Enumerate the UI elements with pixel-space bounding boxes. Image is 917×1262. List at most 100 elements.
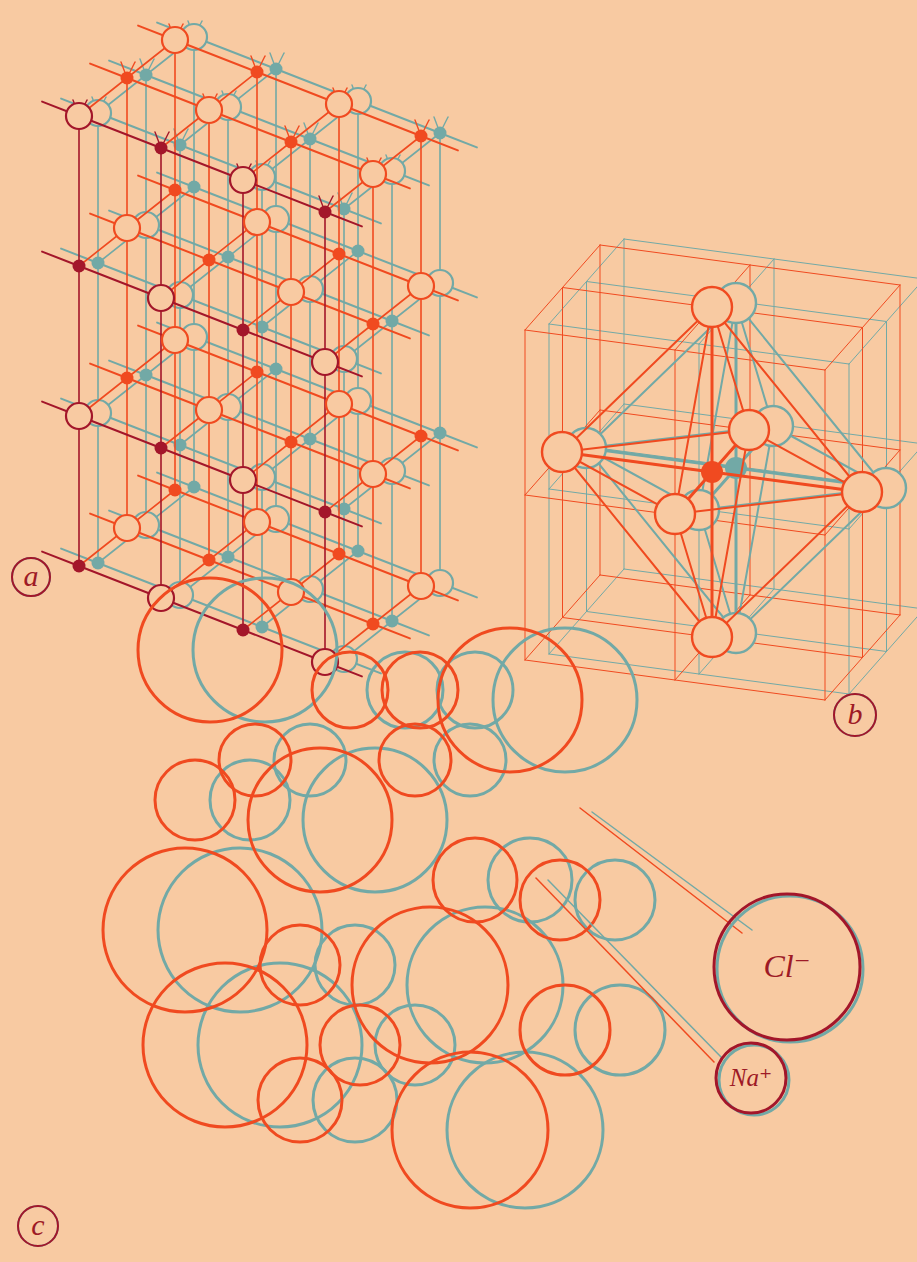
lattice-line: [193, 187, 195, 337]
lattice-line: [256, 372, 258, 522]
lattice-line: [227, 407, 229, 557]
lattice-line: [309, 289, 311, 439]
lattice-line: [309, 439, 311, 589]
octahedron-edge: [699, 303, 736, 510]
bond-line: [712, 472, 862, 492]
lattice-line: [275, 369, 277, 519]
chloride-ion: [148, 285, 174, 311]
lattice-line: [160, 448, 162, 598]
sodium-ion: [304, 433, 317, 446]
sodium-ion: [285, 136, 298, 149]
sodium-ion: [251, 66, 264, 79]
leader-line: [548, 880, 722, 1058]
lattice-line: [174, 340, 176, 490]
lattice-line: [174, 40, 176, 190]
lattice-line: [420, 436, 422, 586]
label-text: a: [24, 561, 39, 591]
lattice-line: [242, 180, 244, 330]
chloride-ion: [408, 273, 434, 299]
leader-line: [580, 808, 742, 933]
sodium-ion: [367, 618, 380, 631]
cell-line: [525, 660, 825, 700]
sodium-ion: [352, 545, 365, 558]
sodium-ion: [203, 554, 216, 567]
lattice-line: [275, 219, 277, 369]
chloride-ion: [842, 472, 882, 512]
label-text: Na⁺: [730, 1065, 772, 1090]
lattice-line: [357, 101, 359, 251]
chloride-sphere: [198, 963, 362, 1127]
lattice-line: [261, 177, 263, 327]
sodium-ion: [169, 484, 182, 497]
lattice-line: [208, 110, 210, 260]
sodium-ion: [270, 363, 283, 376]
chloride-ion: [114, 515, 140, 541]
octahedron-edge: [712, 307, 862, 492]
sodium-sphere: [575, 985, 665, 1075]
circle-border: [714, 894, 860, 1040]
lattice-line: [439, 283, 441, 433]
lattice-line: [338, 104, 340, 254]
lattice-line: [193, 337, 195, 487]
lattice-line: [391, 471, 393, 621]
label-circle: Cl⁻: [711, 891, 863, 1043]
chloride-ion: [542, 432, 582, 472]
chloride-ion: [114, 215, 140, 241]
sodium-ion: [155, 142, 168, 155]
chloride-ion: [326, 91, 352, 117]
sodium-ion: [121, 372, 134, 385]
lattice-line: [145, 75, 147, 225]
chloride-sphere: [143, 963, 307, 1127]
circle-shadow: [12, 558, 50, 596]
lattice-line: [343, 359, 345, 509]
lattice-line: [145, 375, 147, 525]
chloride-ion: [692, 617, 732, 657]
chloride-sphere: [248, 748, 392, 892]
chloride-sphere: [352, 907, 508, 1063]
lattice-line: [290, 442, 292, 592]
sodium-ion: [386, 315, 399, 328]
octahedron-edge: [562, 452, 712, 637]
octahedron-edge: [675, 492, 862, 514]
leader-line: [592, 812, 752, 930]
cell-line: [600, 575, 900, 615]
octahedron-edge: [736, 426, 773, 633]
cell-line: [549, 654, 849, 694]
chloride-ion: [244, 509, 270, 535]
sodium-ion: [222, 251, 235, 264]
lattice-line: [126, 228, 128, 378]
sodium-ion: [73, 560, 86, 573]
sodium-ion: [270, 63, 283, 76]
sodium-sphere: [520, 860, 600, 940]
lattice-line: [343, 509, 345, 659]
label-text: c: [31, 1210, 44, 1240]
chloride-sphere: [193, 578, 337, 722]
lattice-line: [357, 401, 359, 551]
chloride-ion: [230, 467, 256, 493]
circle-shadow: [834, 694, 876, 736]
sodium-ion: [434, 427, 447, 440]
lattice-line: [343, 209, 345, 359]
chloride-ion: [692, 287, 732, 327]
lattice-line: [338, 404, 340, 554]
cell-line: [549, 489, 849, 529]
lattice-line: [193, 37, 195, 187]
sodium-ion: [169, 184, 182, 197]
sodium-ion: [319, 206, 332, 219]
sodium-ion: [701, 461, 723, 483]
chloride-ion: [326, 391, 352, 417]
lattice-line: [261, 327, 263, 477]
sodium-ion: [333, 548, 346, 561]
lattice-line: [357, 251, 359, 401]
sodium-ion: [140, 69, 153, 82]
bond-line: [711, 307, 714, 472]
lattice-line: [372, 174, 374, 324]
octahedron-edge: [736, 303, 886, 488]
chloride-ion: [408, 573, 434, 599]
sodium-sphere: [219, 724, 291, 796]
chloride-ion: [244, 209, 270, 235]
lattice-line: [439, 133, 441, 283]
lattice-line: [227, 257, 229, 407]
circle-border: [834, 694, 876, 736]
